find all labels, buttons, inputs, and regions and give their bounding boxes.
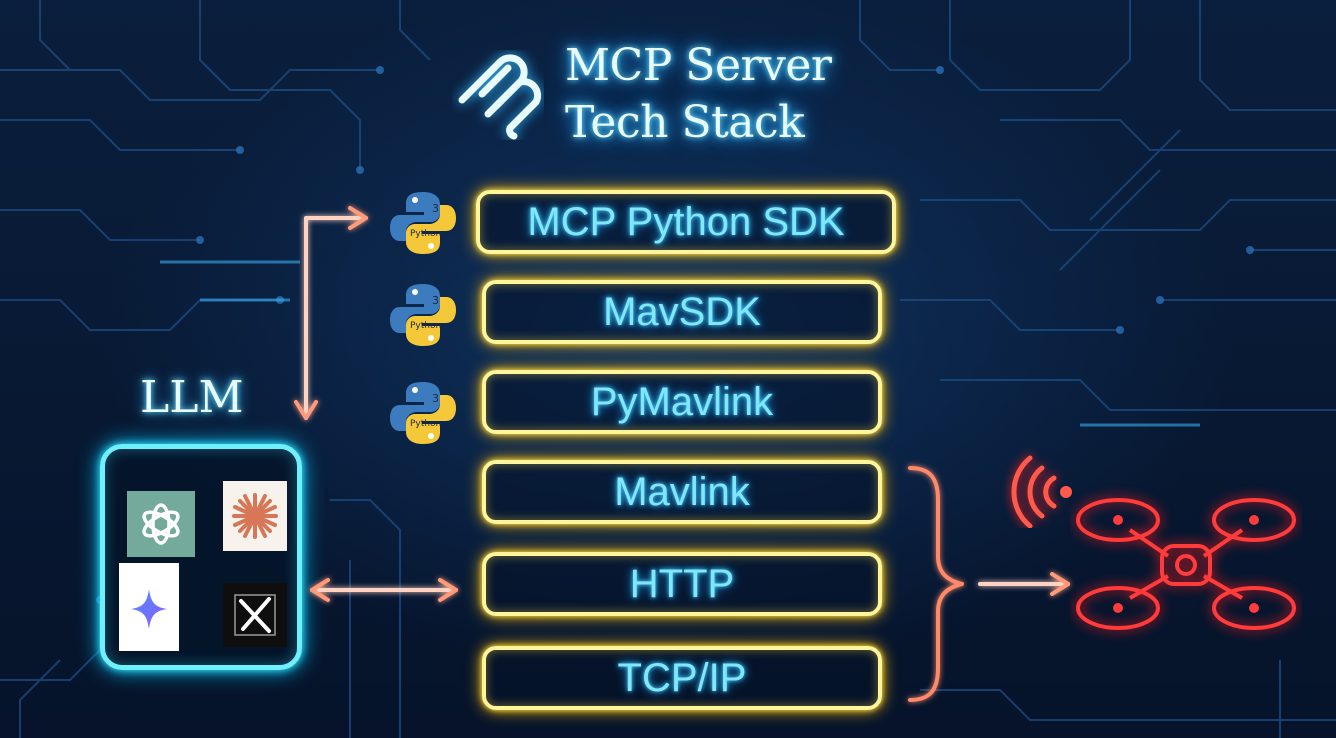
python-icon: 3 Python (390, 382, 456, 444)
grok-logo-icon (223, 583, 287, 647)
python-badge-label: Python (410, 419, 441, 429)
python-version-label: 3 (432, 392, 439, 405)
wireless-signal-icon (1011, 455, 1072, 528)
stack-layer-mcp-python-sdk: MCP Python SDK (476, 190, 896, 254)
claude-logo-icon (223, 481, 287, 551)
gemini-logo-icon (119, 563, 179, 651)
python-icon: 3 Python (390, 284, 456, 346)
stack-layer-mavlink: Mavlink (482, 460, 882, 524)
stack-layer-pymavlink: PyMavlink (482, 370, 882, 434)
python-version-label: 3 (432, 294, 439, 307)
drone-icon (1076, 498, 1296, 630)
python-version-label: 3 (432, 202, 439, 215)
llm-label: LLM (140, 372, 244, 423)
llm-provider-box (100, 444, 302, 670)
python-badge-label: Python (410, 321, 441, 331)
title-line-2: Tech Stack (565, 97, 805, 148)
python-badge-label: Python (410, 229, 441, 239)
openai-logo-icon (127, 491, 195, 557)
stack-layer-mavsdk: MavSDK (482, 280, 882, 344)
stack-layer-tcp-ip: TCP/IP (482, 646, 882, 710)
stack-layer-http: HTTP (482, 552, 882, 616)
python-icon: 3 Python (390, 192, 456, 254)
title-line-1: MCP Server (565, 40, 832, 91)
mcp-logo-icon (458, 54, 542, 140)
